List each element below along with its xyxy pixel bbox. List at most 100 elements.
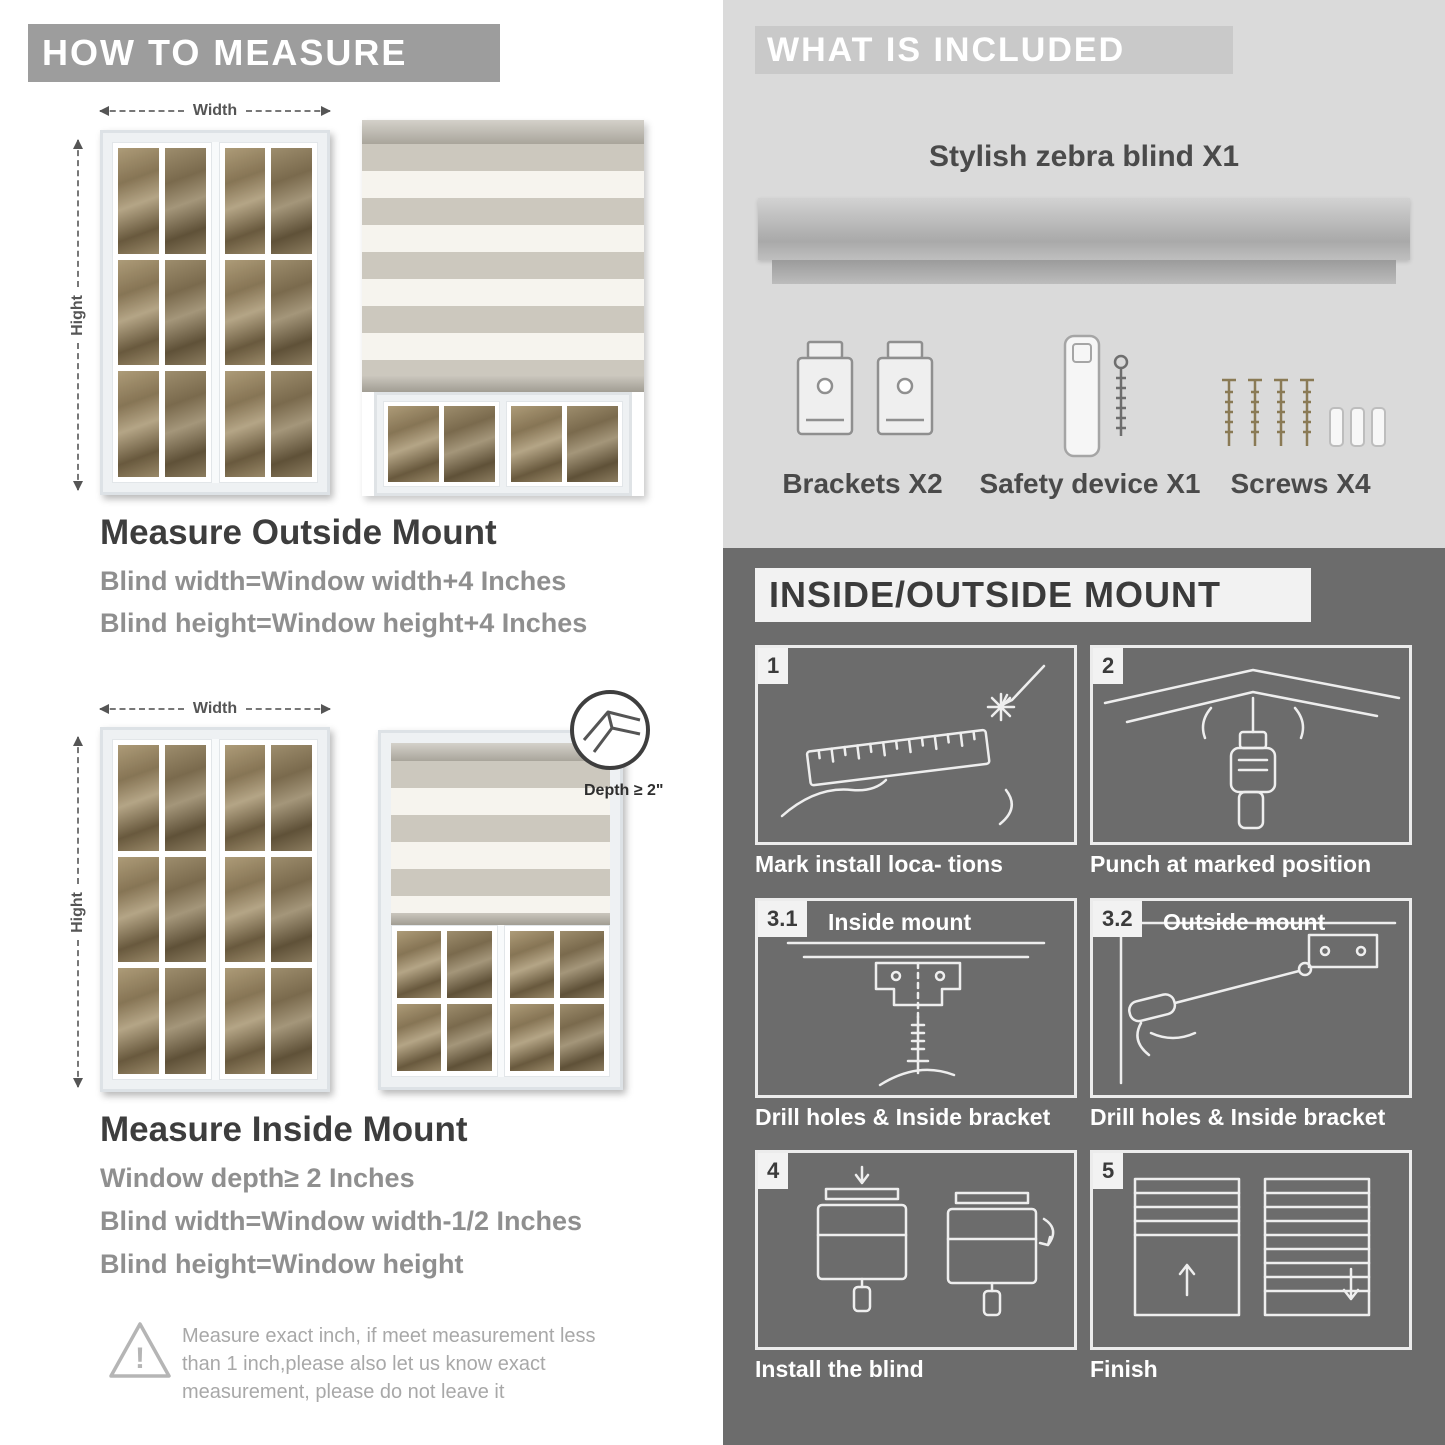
height-arrow-inside: Hight [66, 736, 90, 1088]
window-pane [447, 1004, 492, 1071]
window-pane [164, 968, 206, 1074]
window-pane [271, 968, 312, 1074]
inside-outside-mount-header: INSIDE/OUTSIDE MOUNT [755, 568, 1311, 622]
width-arrow-outside: Width [99, 100, 331, 122]
mount-section-background [723, 548, 1445, 1445]
window-pane [511, 406, 562, 482]
window-pane [224, 148, 266, 254]
window-pane [559, 931, 604, 998]
window-pane [271, 148, 312, 254]
window-pane [118, 856, 159, 963]
blind-cassette [391, 743, 610, 761]
window-sash [506, 401, 623, 487]
outside-mount-title: Measure Outside Mount [100, 513, 497, 552]
step-number: 5 [1093, 1153, 1124, 1189]
height-label: Hight [69, 294, 86, 336]
frame-corner-detail [582, 710, 641, 753]
inside-mount-depth-rule: Window depth≥ 2 Inches [100, 1163, 415, 1193]
blind-bottom-rail [362, 376, 644, 392]
blind-headrail-lip [772, 260, 1396, 284]
screws-icon [1222, 378, 1386, 447]
width-label: Width [192, 102, 238, 119]
install-blind-illustration [816, 1165, 1055, 1317]
step-panel-4: 4 [755, 1150, 1077, 1350]
window-pane [118, 371, 159, 477]
window-pane [164, 856, 206, 963]
window-sash [218, 739, 318, 1080]
width-label: Width [192, 700, 238, 717]
step-caption-3-2: Drill holes & Inside bracket [1090, 1104, 1386, 1130]
step-panel-1: 1 [755, 645, 1077, 845]
window-pane [271, 856, 312, 963]
warning-line-3: measurement, please do not leave it [182, 1381, 505, 1403]
warning-triangle-icon: ! [109, 1322, 171, 1378]
safety-device-icon [1063, 334, 1129, 458]
step-caption-3-1: Drill holes & Inside bracket [755, 1104, 1051, 1130]
step-title-inside-mount: Inside mount [828, 909, 972, 935]
step-panel-2: 2 [1090, 645, 1412, 845]
zebra-blind-inside-mount [378, 730, 623, 1090]
step-caption-5: Finish [1090, 1356, 1158, 1382]
step-title-outside-mount: Outside mount [1163, 909, 1326, 935]
window-sashes [391, 925, 610, 1077]
width-arrow-inside: Width [99, 698, 331, 720]
window-sash [112, 739, 212, 1080]
arrow-line [73, 139, 83, 287]
window-sash [391, 925, 498, 1077]
window-pane [271, 745, 312, 851]
blind-bottom-rail [391, 913, 610, 925]
svg-text:!: ! [135, 1342, 145, 1375]
safety-device-label: Safety device X1 [979, 468, 1201, 499]
step-number: 2 [1093, 648, 1124, 684]
measure-warning-text: Measure exact inch, if meet measurement … [182, 1322, 642, 1406]
inside-mount-width-formula: Blind width=Window width-1/2 Inches [100, 1206, 583, 1236]
depth-label: Depth ≥ 2" [584, 782, 664, 799]
depth-detail-callout [570, 690, 650, 770]
inside-mount-title: Measure Inside Mount [100, 1110, 468, 1149]
step-caption-2: Punch at marked position [1090, 851, 1372, 877]
window-pane [164, 745, 206, 851]
window-pane [118, 745, 159, 851]
outside-mount-height-formula: Blind height=Window height+4 Inches [100, 608, 588, 638]
window-pane [224, 745, 266, 851]
zebra-blind-outside-mount [362, 120, 644, 496]
window-pane [271, 371, 312, 477]
window-pane [224, 371, 266, 477]
arrow-line [73, 343, 83, 491]
blind-stripes [362, 144, 644, 376]
window-pane [567, 406, 618, 482]
warning-line-1: Measure exact inch, if meet measurement … [182, 1325, 596, 1347]
window-pane [118, 968, 159, 1074]
warning-line-2: than 1 inch,please also let us know exac… [182, 1353, 546, 1375]
window-pane [118, 259, 159, 366]
window-pane [224, 259, 266, 366]
window-pane [559, 1004, 604, 1071]
step-number: 3.2 [1093, 901, 1142, 937]
arrow-line [99, 106, 184, 116]
window-pane [271, 259, 312, 366]
step-number: 3.1 [758, 901, 807, 937]
step-number: 1 [758, 648, 789, 684]
mark-locations-illustration [780, 664, 1046, 826]
height-label: Hight [69, 891, 86, 933]
step-number: 4 [758, 1153, 789, 1189]
window-pane [388, 406, 439, 482]
step-caption-4: Install the blind [755, 1356, 924, 1382]
what-is-included-header: WHAT IS INCLUDED [755, 26, 1233, 74]
brackets-label: Brackets X2 [782, 468, 943, 499]
window-pane [397, 1004, 442, 1071]
blind-stripes [391, 761, 610, 913]
window-sashes [112, 739, 318, 1080]
window-pane [444, 406, 495, 482]
blind-item-label: Stylish zebra blind X1 [928, 140, 1240, 173]
window-pane [164, 371, 206, 477]
screws-label: Screws X4 [1230, 468, 1371, 499]
window-sash [218, 142, 318, 483]
how-to-measure-header: HOW TO MEASURE [28, 24, 500, 82]
window-pane [509, 1004, 554, 1071]
window-pane [397, 931, 442, 998]
arrow-line [246, 704, 331, 714]
arrow-line [73, 736, 83, 884]
window-sash [503, 925, 610, 1077]
window-pane [447, 931, 492, 998]
